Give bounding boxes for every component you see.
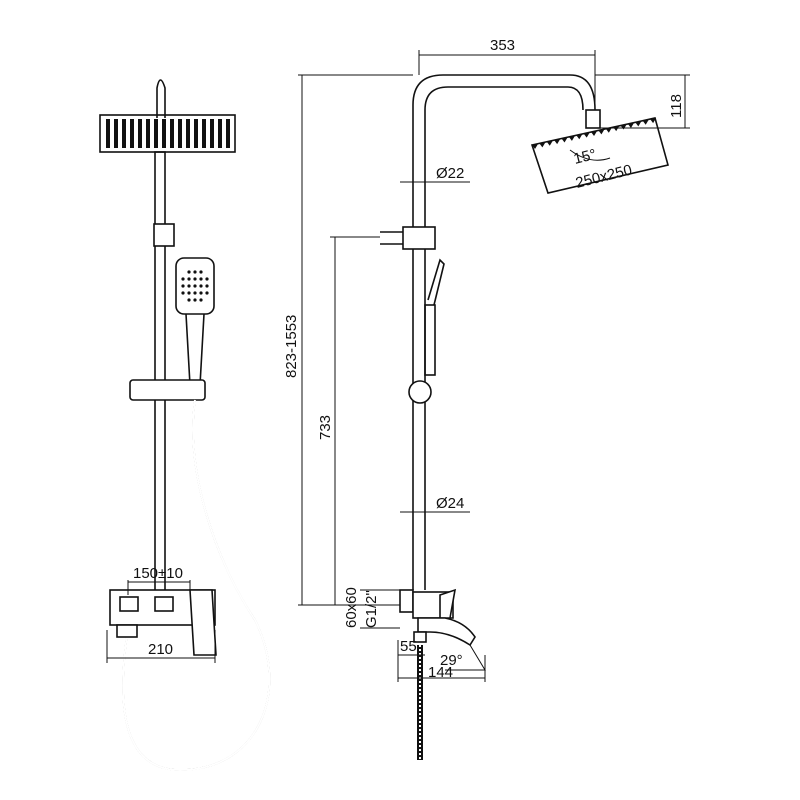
rain-head-ribs <box>106 119 230 148</box>
nozzle-tooth <box>554 139 561 145</box>
rib <box>218 119 222 148</box>
rain-head-side <box>530 117 669 194</box>
nozzle <box>199 291 203 295</box>
dim-head-height: 118 <box>668 94 685 118</box>
slider-top <box>153 223 175 247</box>
nozzle-tooth <box>576 134 583 140</box>
rib <box>170 119 174 148</box>
nozzle <box>187 284 191 288</box>
rain-head-front <box>99 114 236 153</box>
rib <box>186 119 190 148</box>
nozzle-tooth <box>568 135 575 141</box>
hose <box>122 399 271 771</box>
hand-shower-holder <box>129 379 206 401</box>
dim-centre-distance: 150±10 <box>133 565 183 582</box>
holder-knob <box>408 380 432 404</box>
nozzle <box>193 277 197 281</box>
side-view: 353 118 Ø22 15° 250x250 823-1553 733 Ø24… <box>283 37 690 760</box>
nozzle <box>181 291 185 295</box>
dim-mixer-width: 210 <box>148 641 173 658</box>
riser-arm-inner <box>424 86 584 590</box>
nozzle-tooth <box>613 126 620 132</box>
nozzle-tooth <box>627 122 634 128</box>
dim-spout-length: 144 <box>428 664 453 681</box>
nozzle-tooth <box>591 131 598 137</box>
dim-height-range: 823-1553 <box>283 315 300 378</box>
slider-side <box>402 226 436 250</box>
nozzle <box>181 284 185 288</box>
nozzle <box>193 270 197 274</box>
rib <box>114 119 118 148</box>
mixer-lever-front <box>189 589 217 656</box>
rib <box>226 119 230 148</box>
riser-pipe <box>154 151 166 593</box>
mixer-lever-side <box>439 588 457 619</box>
hand-shower-nozzles <box>181 270 209 302</box>
dim-arm-reach: 353 <box>490 37 515 54</box>
nozzle <box>199 298 203 302</box>
nozzle <box>187 291 191 295</box>
nozzle-tooth <box>546 140 553 146</box>
nozzle <box>187 298 191 302</box>
nozzle-tooth <box>642 119 649 125</box>
dim-spout-offset: 55 <box>400 638 417 655</box>
hand-shower-handle <box>185 313 205 386</box>
nozzle <box>205 284 209 288</box>
nozzle <box>199 270 203 274</box>
nozzle-tooth <box>598 129 605 135</box>
rib <box>146 119 150 148</box>
rib <box>162 119 166 148</box>
top-hook <box>156 79 166 118</box>
dim-pipe-lower: Ø24 <box>436 495 464 512</box>
nozzle-tooth <box>650 118 657 124</box>
dim-head-tilt: 15° <box>572 146 598 168</box>
rib <box>194 119 198 148</box>
nozzle-tooth <box>635 121 642 127</box>
nozzle <box>193 291 197 295</box>
dim-mixer-to-holder: 733 <box>317 415 334 440</box>
nozzle <box>205 277 209 281</box>
wall-plate <box>399 589 414 613</box>
nozzle <box>187 277 191 281</box>
rib <box>154 119 158 148</box>
nozzle <box>205 291 209 295</box>
nozzle-tooth <box>583 132 590 138</box>
nozzle <box>187 270 191 274</box>
ball-joint <box>585 109 601 129</box>
nozzle-tooth <box>539 142 546 148</box>
nozzle-tooth <box>620 124 627 130</box>
dim-thread: G1/2" <box>363 590 380 628</box>
nozzle-tooth <box>605 127 612 133</box>
nozzle <box>193 284 197 288</box>
nozzle <box>181 277 185 281</box>
rib <box>178 119 182 148</box>
dim-pipe-upper: Ø22 <box>436 165 464 182</box>
riser-arm-outer <box>412 74 596 590</box>
dim-spout-angle: 29° <box>440 652 463 669</box>
nozzle <box>193 298 197 302</box>
rib <box>106 119 110 148</box>
nozzle-tooth <box>561 137 568 143</box>
rib <box>210 119 214 148</box>
rib <box>122 119 126 148</box>
front-view: 150±10 210 <box>99 79 271 772</box>
dim-wall-plate: 60x60 <box>343 587 360 628</box>
rib <box>130 119 134 148</box>
nozzle-tooth <box>532 144 538 149</box>
nozzle <box>199 284 203 288</box>
hand-shower-side <box>427 258 445 306</box>
nozzle <box>199 277 203 281</box>
hose-connector <box>116 624 138 638</box>
rib <box>138 119 142 148</box>
rib <box>202 119 206 148</box>
